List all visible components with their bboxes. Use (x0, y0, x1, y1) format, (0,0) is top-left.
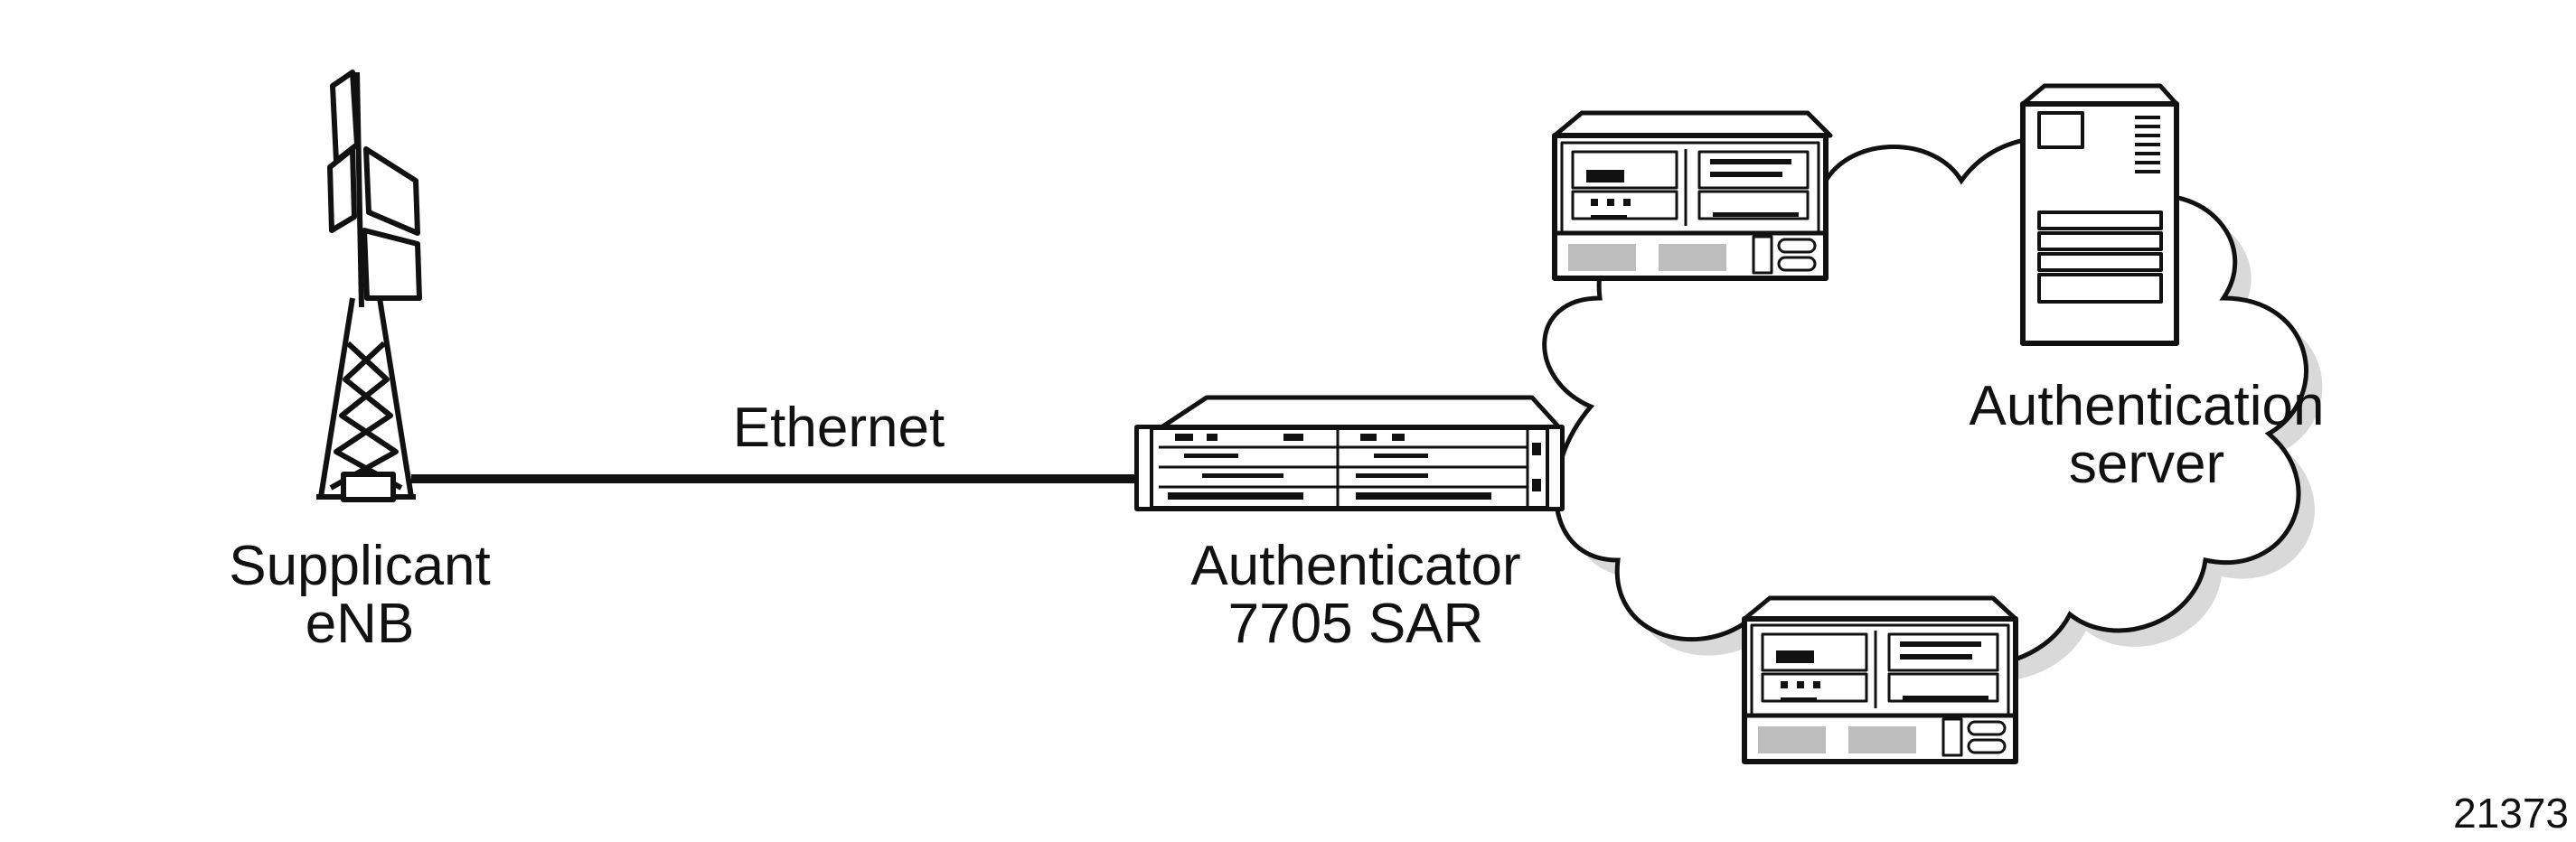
cell-tower-icon (316, 70, 422, 502)
supplicant-label-line1: Supplicant (229, 535, 491, 597)
router-chassis-icon (1134, 395, 1565, 511)
figure-id: 21373 (2453, 790, 2569, 837)
auth-server-label-line1: Authentication (1969, 375, 2325, 437)
authenticator-label-line1: Authenticator (1190, 535, 1521, 597)
authenticator-label-line2: 7705 SAR (1227, 593, 1484, 655)
authenticator-label: Authenticator 7705 SAR (1190, 538, 1520, 653)
supplicant-label-line2: eNB (305, 593, 415, 655)
tower-server-icon (2020, 83, 2179, 346)
network-device-bottom (1742, 595, 2018, 764)
auth-server-label-line2: server (2068, 433, 2225, 495)
network-device-top (1552, 110, 1833, 281)
ethernet-label: Ethernet (732, 397, 945, 459)
auth-server-label: Authentication server (1970, 378, 2325, 493)
supplicant-label: Supplicant eNB (229, 538, 491, 653)
